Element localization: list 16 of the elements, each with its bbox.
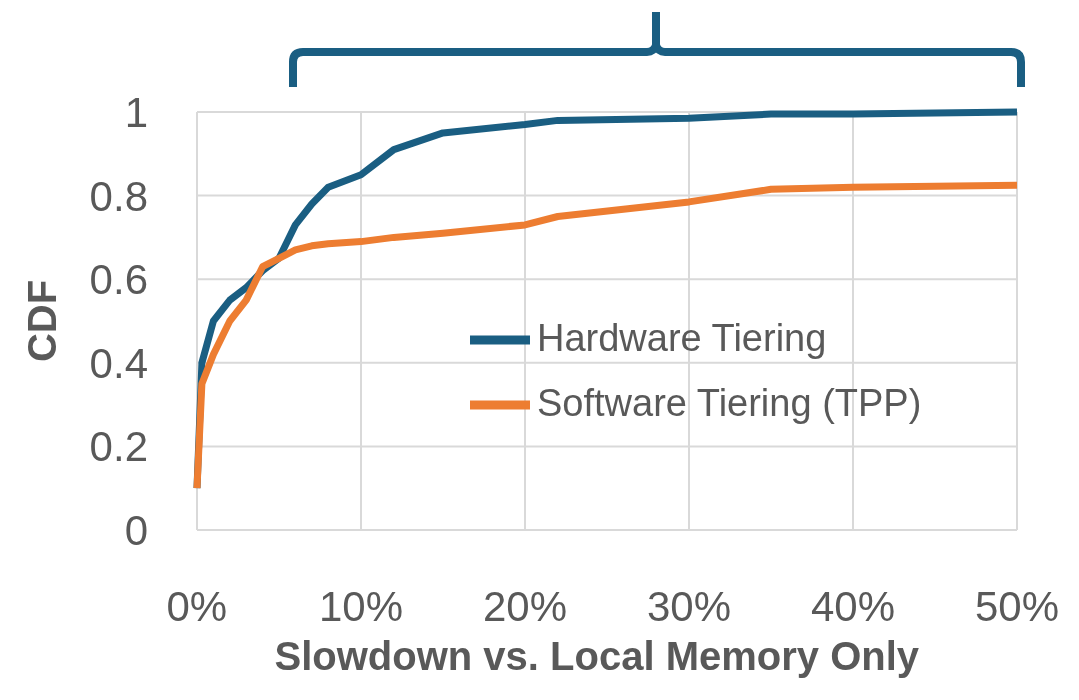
tick-label: 50% — [975, 586, 1060, 628]
tick-label: 0.8 — [89, 175, 148, 218]
tick-label: 0% — [166, 586, 228, 628]
tick-label: 10% — [319, 586, 404, 628]
tick-label: 0.4 — [89, 342, 148, 385]
legend-label: Hardware Tiering — [537, 319, 827, 357]
tick-label: 1 — [124, 92, 148, 134]
tick-label: 0 — [124, 510, 148, 552]
tick-label: 40% — [811, 586, 896, 628]
axis-title: Slowdown vs. Local Memory Only — [274, 636, 920, 676]
axis-title: CDF — [22, 279, 63, 363]
tick-label: 30% — [647, 586, 732, 628]
tick-label: 0.6 — [89, 259, 148, 302]
tick-label: 20% — [483, 586, 568, 628]
tick-label: 0.2 — [89, 426, 148, 469]
legend-label: Software Tiering (TPP) — [537, 384, 922, 422]
